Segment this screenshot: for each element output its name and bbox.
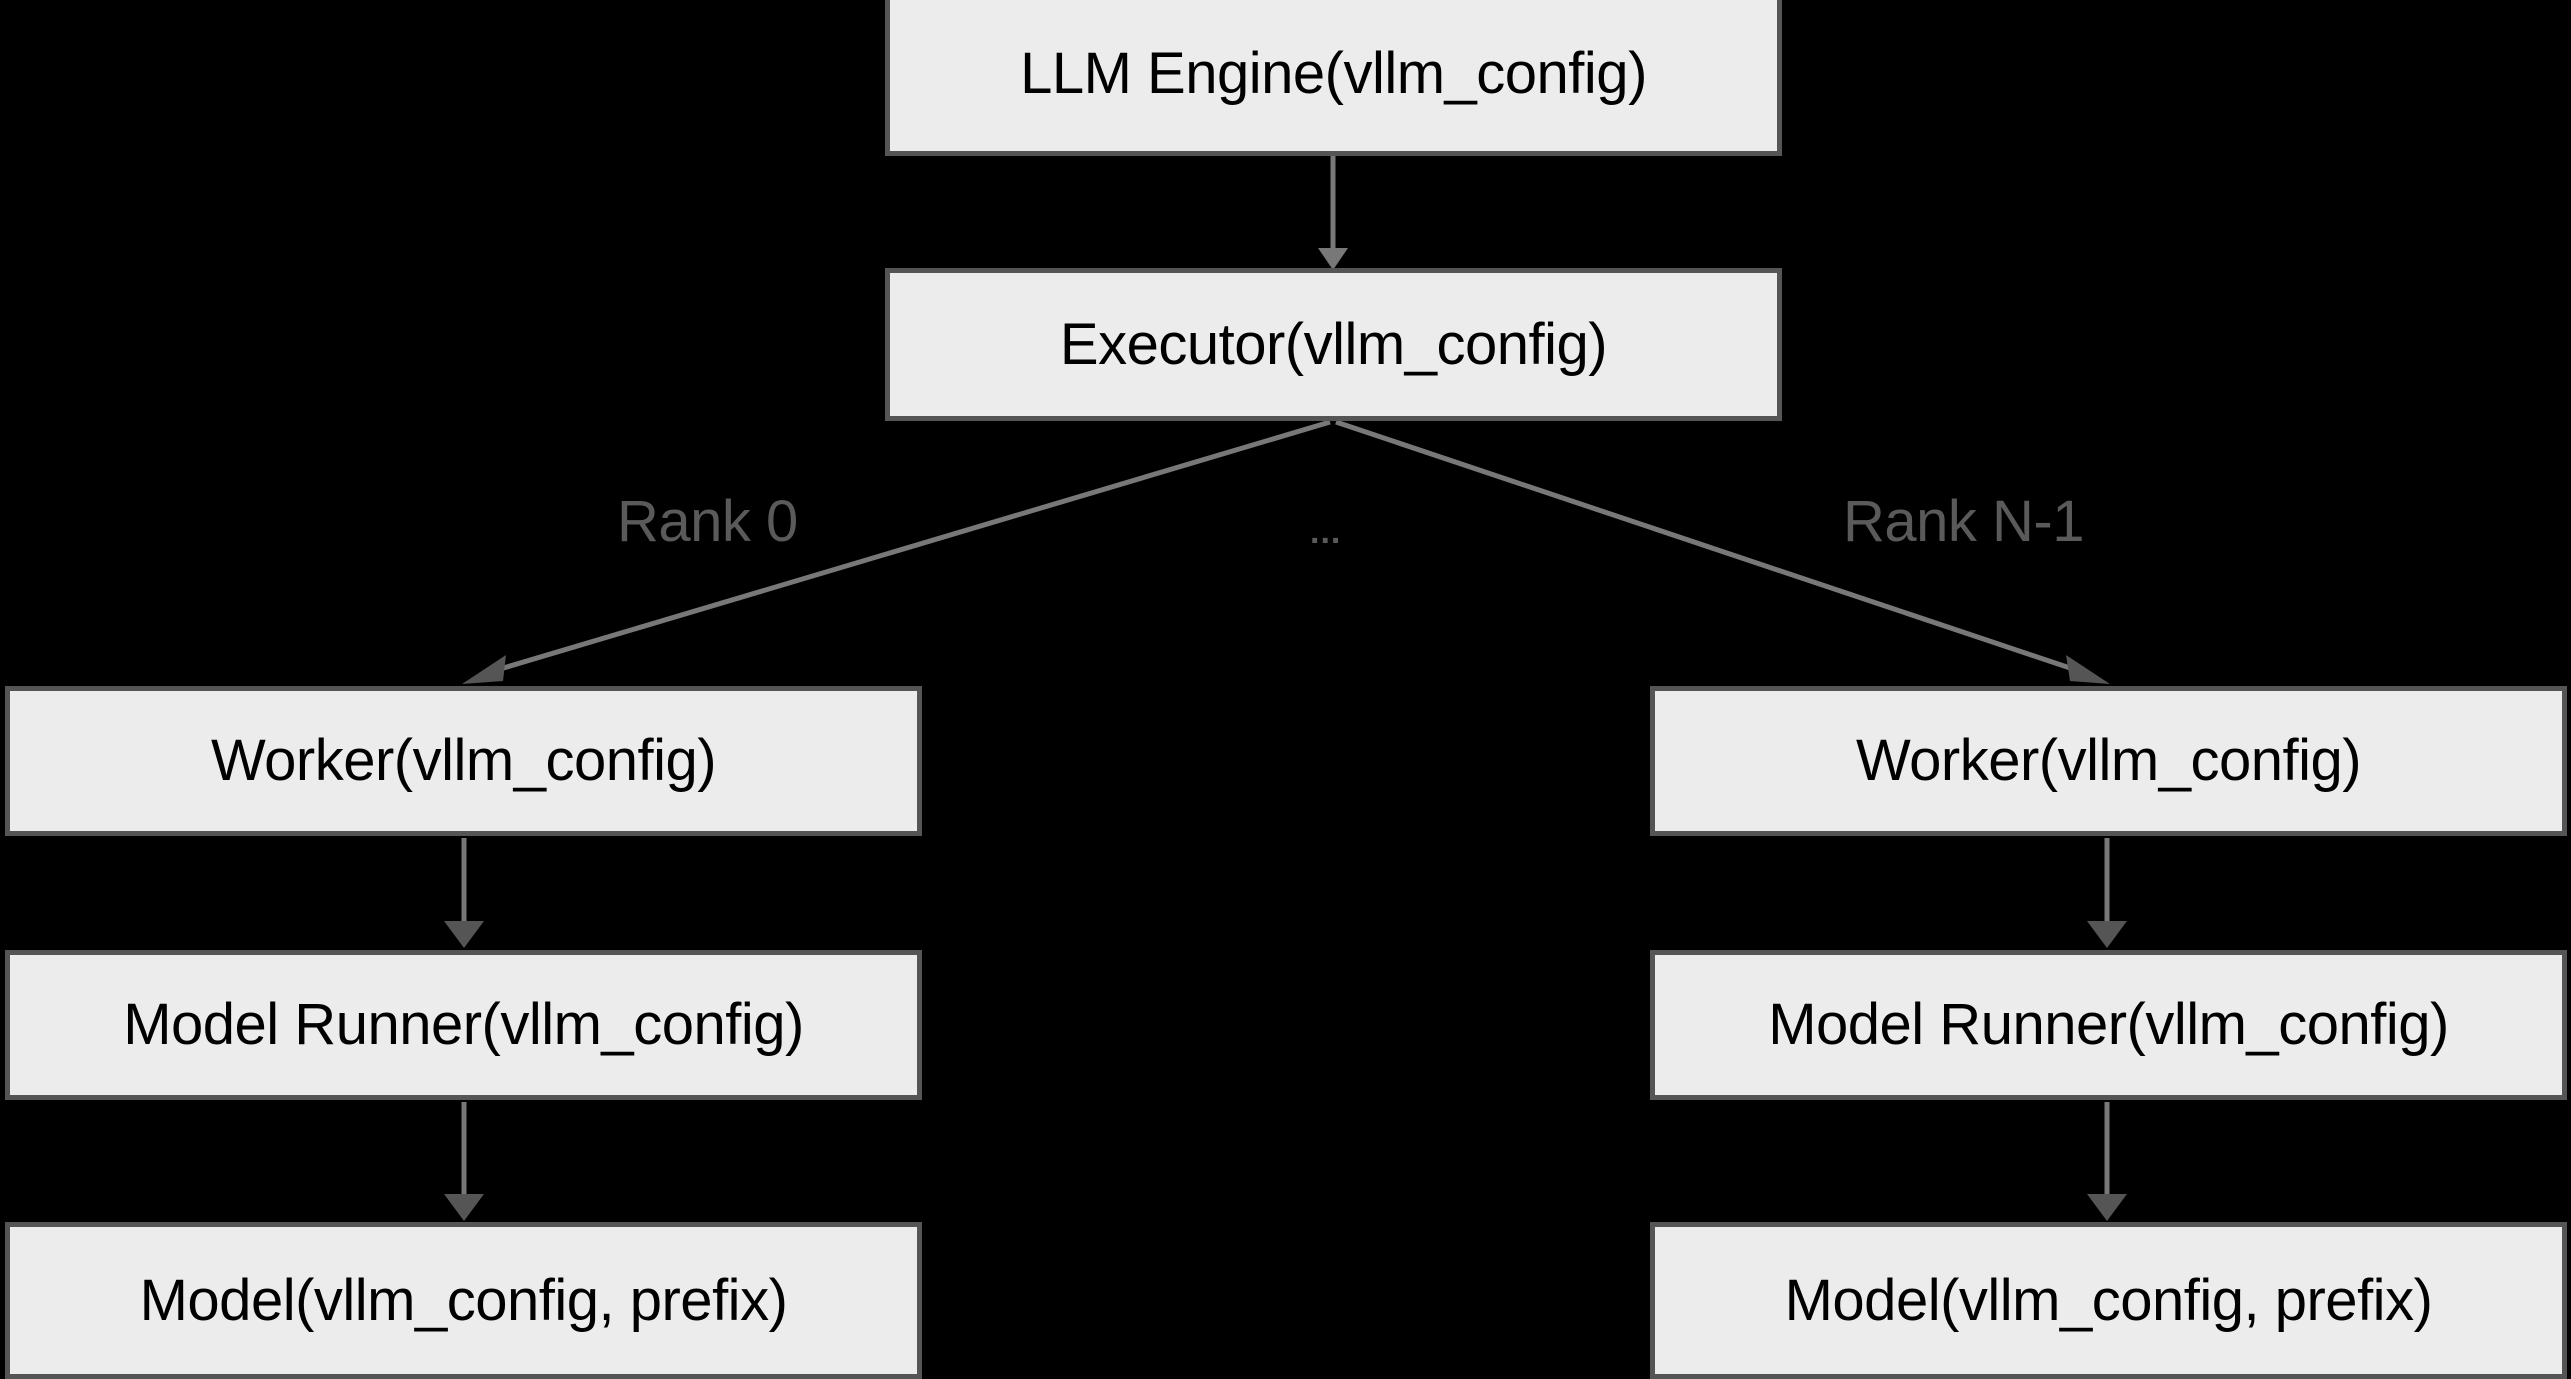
edge-runner-right-to-model-right (2087, 1102, 2127, 1221)
edge-executor-to-worker-left (462, 419, 1331, 684)
node-worker-rank-0[interactable]: Worker(vllm_config) (5, 686, 922, 836)
node-worker-rank-n-1[interactable]: Worker(vllm_config) (1650, 686, 2567, 836)
node-model-rank-0[interactable]: Model(vllm_config, prefix) (5, 1222, 922, 1379)
node-executor-label: Executor(vllm_config) (1059, 311, 1608, 377)
node-model-runner-rank-0[interactable]: Model Runner(vllm_config) (5, 950, 922, 1100)
node-model-runner-rank-0-label: Model Runner(vllm_config) (123, 992, 804, 1058)
node-llm-engine-label: LLM Engine(vllm_config) (1020, 41, 1647, 107)
node-executor[interactable]: Executor(vllm_config) (885, 268, 1782, 421)
node-model-runner-rank-n-1[interactable]: Model Runner(vllm_config) (1650, 950, 2567, 1100)
edge-runner-left-to-model-left (444, 1102, 484, 1221)
node-worker-rank-0-label: Worker(vllm_config) (210, 728, 717, 794)
node-model-rank-0-label: Model(vllm_config, prefix) (139, 1267, 788, 1333)
edge-label-rank-n-1: Rank N-1 (1843, 489, 2084, 554)
node-model-runner-rank-n-1-label: Model Runner(vllm_config) (1768, 992, 2449, 1058)
edge-llm-engine-to-executor (1318, 156, 1348, 270)
node-model-rank-n-1[interactable]: Model(vllm_config, prefix) (1650, 1222, 2567, 1379)
node-worker-rank-n-1-label: Worker(vllm_config) (1855, 728, 2362, 794)
node-llm-engine[interactable]: LLM Engine(vllm_config) (885, 0, 1782, 156)
node-model-rank-n-1-label: Model(vllm_config, prefix) (1784, 1267, 2433, 1333)
edge-label-rank-0: Rank 0 (617, 489, 798, 554)
edge-label-ellipsis: ... (1310, 513, 1342, 551)
edge-worker-left-to-runner-left (444, 838, 484, 948)
edge-worker-right-to-runner-right (2087, 838, 2127, 948)
